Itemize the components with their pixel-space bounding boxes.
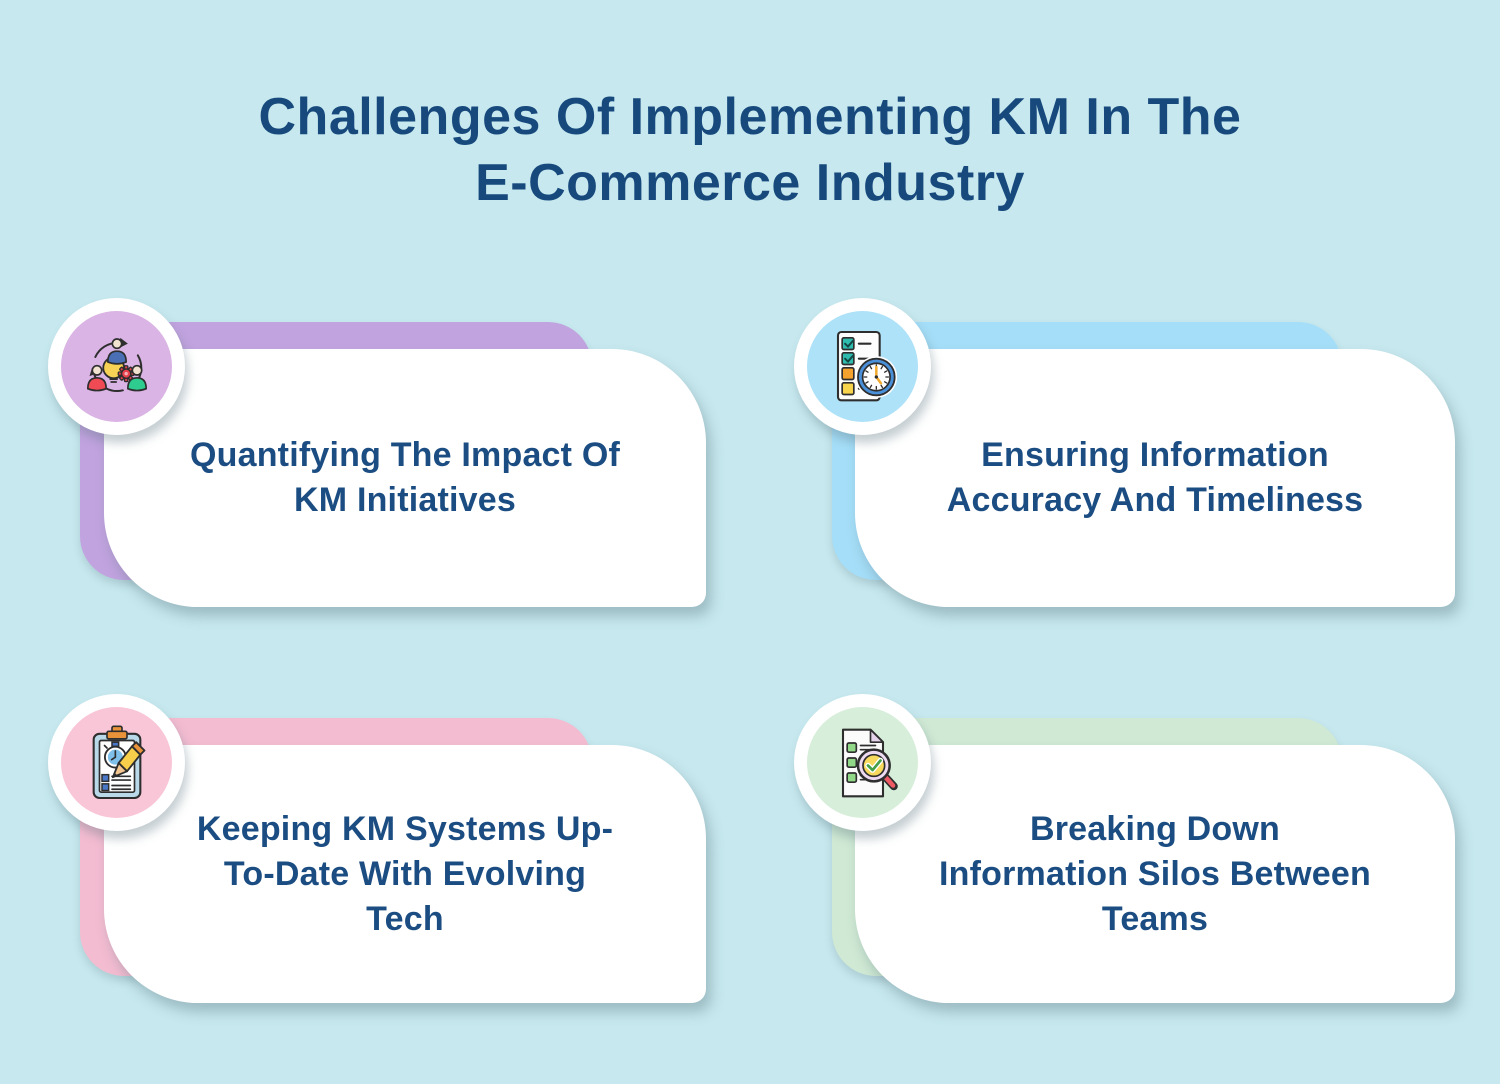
card-label-line: Teams xyxy=(1101,899,1209,938)
card-white-panel: Keeping KM Systems Up- To-Date With Evol… xyxy=(104,745,706,1003)
card-badge xyxy=(794,694,931,831)
card-white-panel: Quantifying The Impact Of KM Initiatives xyxy=(104,349,706,607)
card-label-line: Quantifying The Impact Of xyxy=(189,436,621,474)
card-badge xyxy=(794,298,931,435)
card-white-panel: Ensuring Information Accuracy And Timeli… xyxy=(855,349,1455,607)
page-title: Challenges Of Implementing KM In The E-C… xyxy=(0,84,1500,216)
card-label-line: Keeping KM Systems Up- xyxy=(196,809,614,848)
document-search-icon xyxy=(841,728,898,797)
card-badge xyxy=(48,694,185,831)
card-badge xyxy=(48,298,185,435)
card-badge-inner xyxy=(61,707,172,818)
card-white-panel: Breaking Down Information Silos Between … xyxy=(855,745,1455,1003)
card-label-line: Tech xyxy=(366,899,444,938)
card-badge-inner xyxy=(61,311,172,422)
card-label: Ensuring Information Accuracy And Timeli… xyxy=(947,433,1364,523)
card-label-line: KM Initiatives xyxy=(294,481,516,519)
card-label: Keeping KM Systems Up- To-Date With Evol… xyxy=(197,807,613,942)
card-label-line: Accuracy And Timeliness xyxy=(946,481,1364,519)
card-label: Quantifying The Impact Of KM Initiatives xyxy=(190,433,620,523)
card-label-line: To-Date With Evolving xyxy=(223,854,587,893)
card-label-line: Ensuring Information xyxy=(981,436,1329,474)
card-label-line: Information Silos Between xyxy=(939,854,1371,893)
knowledge-sharing-icon xyxy=(86,337,147,392)
page-title-line-2: E-Commerce Industry xyxy=(475,154,1025,212)
checklist-clock-icon xyxy=(836,330,897,401)
page-title-line-1: Challenges Of Implementing KM In The xyxy=(258,88,1242,146)
card-label-line: Breaking Down xyxy=(1029,809,1281,848)
card-badge-inner xyxy=(807,311,918,422)
card-label: Breaking Down Information Silos Between … xyxy=(939,807,1371,942)
card-badge-inner xyxy=(807,707,918,818)
clipboard-update-icon xyxy=(92,725,145,799)
